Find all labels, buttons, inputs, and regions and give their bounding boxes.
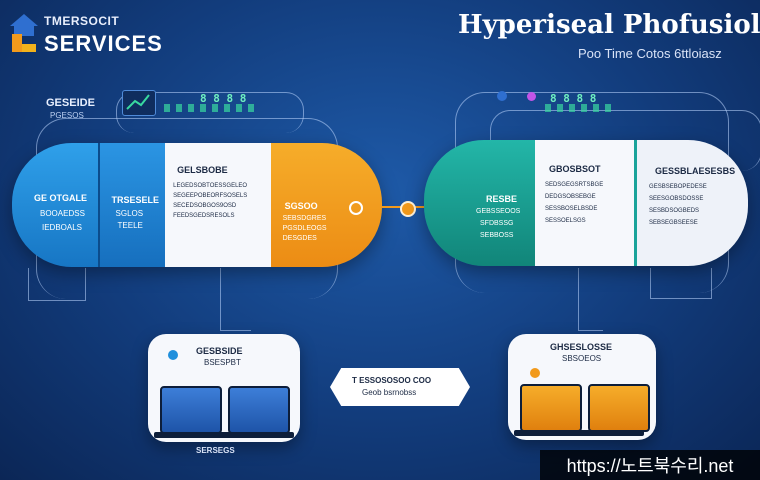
laptop-base [514,430,586,436]
segment-line: TEELE [117,221,143,230]
card-title: GESBSIDE [196,346,243,356]
segment-line: SGLOS [115,209,144,218]
right-process-panel: RESBE GEBSSEOOS SFDBSSG SEBBOSS GBOSBSOT… [424,140,748,266]
left-panel-segment-1: GE OTGALE BOOAEDSS IEDBOALS [12,143,98,267]
segment-heading: GE OTGALE [34,193,88,203]
card-title: GHSESLOSSE [550,342,613,352]
segment-line: GESBSEBOPEDESE [649,184,707,190]
laptop-base [222,432,294,438]
segment-line: SESBDSOGBEDS [649,208,700,214]
segment-line: SEDSGEGSRTSBGE [544,182,604,188]
right-device-card: GHSESLOSSE SBSOEOS [508,334,656,440]
connector-line [650,268,712,299]
segment-line: LEGEDSOBTOESSGELEO [173,183,248,189]
segment-line: SEBSEGBSEESE [649,220,698,226]
segment-line: DESGDES [282,235,317,242]
drop-icon [530,368,540,378]
left-panel-segment-3: GELSBOBE LEGEDSOBTOESSGELEO SEGEEPOBEORF… [165,143,271,267]
segment-line: PGSDLEOGS [282,225,327,232]
connector-line [220,268,251,331]
segment-line: SFDBSSG [480,220,514,227]
left-panel-segment-4: SGSOO SEBSDGRES PGSDLEOGS DESGDES [270,143,382,267]
arrow-label-line: Geob bsrnobss [362,388,417,397]
segment-heading: SGSOO [284,201,318,211]
right-panel-segment-1: RESBE GEBSSEOOS SFDBSSG SEBBOSS [424,140,535,266]
left-panel-segment-2: TRSESELE SGLOS TEELE [97,143,166,267]
laptop-base [582,430,644,436]
segment-line: SESSOELSGS [544,218,586,224]
right-code-readout: 8 8 8 8 [550,92,597,105]
left-chip-label: GESEIDE [46,97,95,109]
page-subtitle: Poo Time Cotos 6ttloiasz [578,46,722,61]
arrow-label-line: T ESSOSOSOO COO [352,376,432,385]
laptop-icon [520,384,582,432]
connector-line [578,268,603,331]
right-chip-row [545,104,615,112]
connector-node-icon [400,201,416,217]
status-dot-icon [527,92,536,101]
right-panel-segment-2: GBOSBSOT SEDSGEGSRTSBGE DEDGSOBSEBGE SES… [534,140,635,266]
connector-line [116,92,304,133]
segment-heading: GELSBOBE [177,165,228,175]
segment-line: GEBSSEOOS [476,208,521,215]
left-status-chip [122,90,156,116]
segment-line: SESSBOSELBSDE [544,206,598,212]
segment-line: IEDBOALS [42,223,83,232]
laptop-icon [228,386,290,434]
center-arrow-label: T ESSOSOSOO COO Geob bsrnobss [330,368,470,406]
segment-line: SEGEEPOBEORFSOSELS [173,193,248,199]
laptop-icon [160,386,222,434]
circle-icon [348,201,363,215]
left-device-card: GESBSIDE BSESPBT [148,334,300,442]
left-process-panel: GE OTGALE BOOAEDSS IEDBOALS TRSESELE SGL… [12,143,382,267]
connector-line [28,268,86,301]
segment-line: BOOAEDSS [40,209,85,218]
segment-line: DEDGSOBSEBGE [544,194,596,200]
drop-icon [168,350,178,360]
watermark-link[interactable]: https://노트북수리.net [540,450,760,480]
brand-name: SERVICES [44,31,163,56]
segment-line: SEBBOSS [480,232,514,239]
segment-heading: GBOSBSOT [548,164,601,174]
card-subtitle: BSESPBT [204,358,241,367]
segment-line: SEESGOBSDOSSE [649,196,704,202]
brand-top-text: TMERSOCIT [44,14,120,28]
card-subtitle: SBSOEOS [562,354,602,363]
laptop-icon [588,384,650,432]
segment-line: SEBSDGRES [282,215,327,222]
segment-line: FEEDSGEDSRESOLS [173,213,235,219]
left-card-footer: SERSEGS [196,446,235,455]
left-chip-sublabel: PGESOS [50,111,84,120]
left-code-readout: 8 8 8 8 [200,92,247,105]
status-dot-icon [497,91,507,101]
page-title: Hyperiseal Phofusiol [458,10,760,40]
segment-heading: TRSESELE [111,195,160,205]
segment-heading: GESSBLAESESBS [655,166,736,176]
segment-heading: RESBE [486,194,518,204]
left-chip-row [164,104,254,112]
right-panel-segment-3: GESSBLAESESBS GESBSEBOPEDESE SEESGOBSDOS… [634,140,748,266]
house-logo-icon [10,14,38,52]
chart-icon [126,94,150,110]
laptop-base [154,432,226,438]
segment-line: SECEDSOBGOS9OSD [173,203,237,209]
